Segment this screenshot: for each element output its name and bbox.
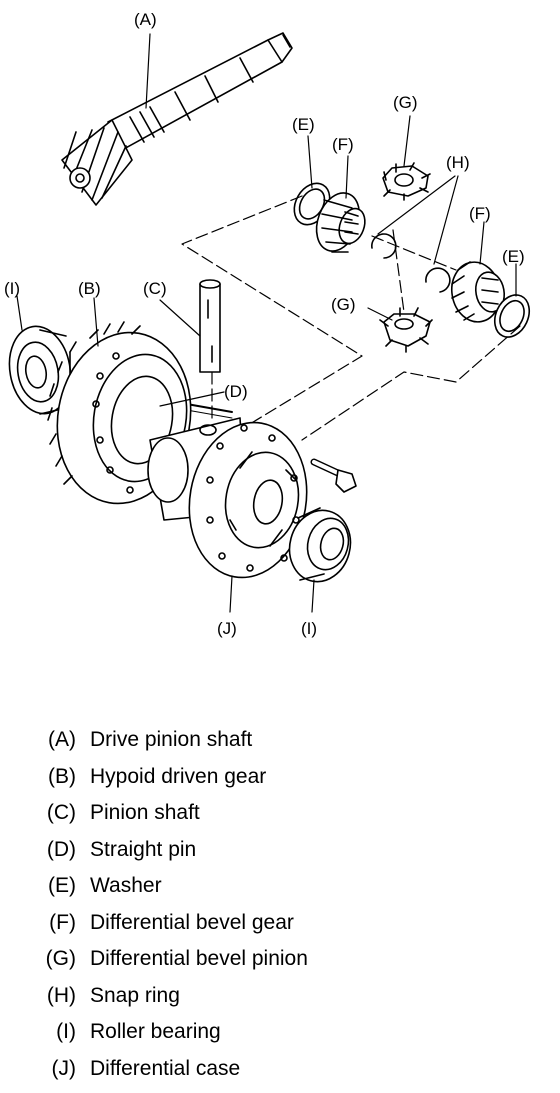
legend-key: (C) bbox=[18, 801, 90, 825]
legend-item: (B) Hypoid driven gear bbox=[18, 765, 538, 802]
legend-item: (G) Differential bevel pinion bbox=[18, 947, 538, 984]
legend-description: Roller bearing bbox=[90, 1020, 221, 1044]
label-g-lower: (G) bbox=[331, 295, 356, 314]
label-f-right: (F) bbox=[469, 204, 491, 223]
label-b: (B) bbox=[78, 279, 101, 298]
label-a: (A) bbox=[134, 10, 157, 29]
pinion-shaft bbox=[200, 280, 220, 372]
drive-pinion-shaft bbox=[62, 33, 292, 205]
legend-key: (A) bbox=[18, 728, 90, 752]
legend-description: Hypoid driven gear bbox=[90, 765, 266, 789]
legend-item: (C) Pinion shaft bbox=[18, 801, 538, 838]
legend-item: (H) Snap ring bbox=[18, 984, 538, 1021]
label-e-right: (E) bbox=[502, 247, 525, 266]
parts-legend: (A) Drive pinion shaft (B) Hypoid driven… bbox=[18, 728, 538, 1093]
legend-description: Washer bbox=[90, 874, 162, 898]
bolt bbox=[314, 462, 356, 492]
label-i-left: (I) bbox=[4, 279, 20, 298]
exploded-differential-diagram: (A) (E) (F) (G) (H) (F) (E) (G) (I) (B) … bbox=[0, 0, 560, 680]
label-i-right: (I) bbox=[301, 619, 317, 638]
legend-key: (D) bbox=[18, 838, 90, 862]
legend-description: Differential bevel gear bbox=[90, 911, 294, 935]
legend-description: Snap ring bbox=[90, 984, 180, 1008]
label-c: (C) bbox=[143, 279, 167, 298]
legend-description: Differential bevel pinion bbox=[90, 947, 308, 971]
label-h: (H) bbox=[446, 153, 470, 172]
legend-key: (J) bbox=[18, 1057, 90, 1081]
legend-description: Drive pinion shaft bbox=[90, 728, 252, 752]
legend-item: (J) Differential case bbox=[18, 1057, 538, 1093]
legend-key: (B) bbox=[18, 765, 90, 789]
legend-item: (I) Roller bearing bbox=[18, 1020, 538, 1057]
legend-item: (F) Differential bevel gear bbox=[18, 911, 538, 948]
legend-description: Differential case bbox=[90, 1057, 240, 1081]
legend-description: Straight pin bbox=[90, 838, 196, 862]
legend-key: (G) bbox=[18, 947, 90, 971]
legend-item: (E) Washer bbox=[18, 874, 538, 911]
legend-key: (I) bbox=[18, 1020, 90, 1044]
label-j: (J) bbox=[217, 619, 237, 638]
label-f-upper: (F) bbox=[332, 135, 354, 154]
label-d: (D) bbox=[224, 382, 248, 401]
legend-key: (F) bbox=[18, 911, 90, 935]
legend-key: (H) bbox=[18, 984, 90, 1008]
legend-key: (E) bbox=[18, 874, 90, 898]
label-g-upper: (G) bbox=[393, 93, 418, 112]
label-e-upper: (E) bbox=[292, 115, 315, 134]
bevel-pinion-upper bbox=[383, 163, 430, 200]
legend-item: (D) Straight pin bbox=[18, 838, 538, 875]
bevel-pinion-lower bbox=[380, 308, 432, 352]
legend-description: Pinion shaft bbox=[90, 801, 200, 825]
legend-item: (A) Drive pinion shaft bbox=[18, 728, 538, 765]
